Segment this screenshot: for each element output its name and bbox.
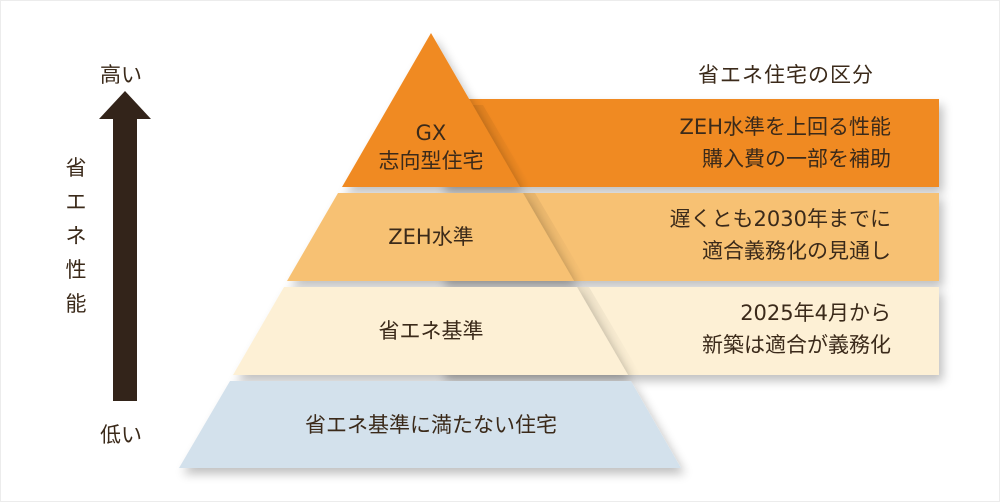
tier-gx-name-line1: GX [415, 121, 447, 145]
tier-gx-description: ZEH水準を上回る性能 購入費の一部を補助 [680, 111, 891, 175]
performance-arrow-icon [99, 91, 151, 401]
tier-shoene-name: 省エネ基準 [378, 319, 484, 343]
tier-gx-name-line2: 志向型住宅 [378, 149, 484, 173]
tier-below-name: 省エネ基準に満たない住宅 [305, 413, 557, 437]
band-gx [441, 99, 939, 187]
axis-low-label: 低い [100, 423, 142, 447]
tier-zeh-description: 遅くとも2030年までに 適合義務化の見通し [670, 203, 891, 267]
tier-shoene-desc-line1: 2025年4月から [740, 301, 891, 325]
tier-gx-desc-line2: 購入費の一部を補助 [702, 147, 891, 171]
pyramid [179, 33, 681, 468]
tier-zeh-name: ZEH水準 [388, 225, 474, 249]
tier-gx-shape [342, 33, 520, 187]
tier-shoene-desc-line2: 新築は適合が義務化 [702, 333, 891, 357]
tier-below-shape [179, 381, 681, 468]
axis-high-label: 高い [100, 63, 142, 87]
tier-shoene-shape [233, 287, 628, 375]
tier-gx-name: GX 志向型住宅 [371, 119, 491, 175]
tier-shoene-description: 2025年4月から 新築は適合が義務化 [702, 297, 891, 361]
tier-gx-desc-line1: ZEH水準を上回る性能 [679, 115, 891, 139]
tier-zeh-shape [287, 193, 574, 281]
tier-zeh-desc-line2: 適合義務化の見通し [702, 239, 891, 263]
section-title: 省エネ住宅の区分 [698, 63, 874, 87]
axis-title-vertical: 省エネ性能 [65, 156, 87, 316]
tier-zeh-desc-line1: 遅くとも2030年までに [669, 207, 891, 231]
